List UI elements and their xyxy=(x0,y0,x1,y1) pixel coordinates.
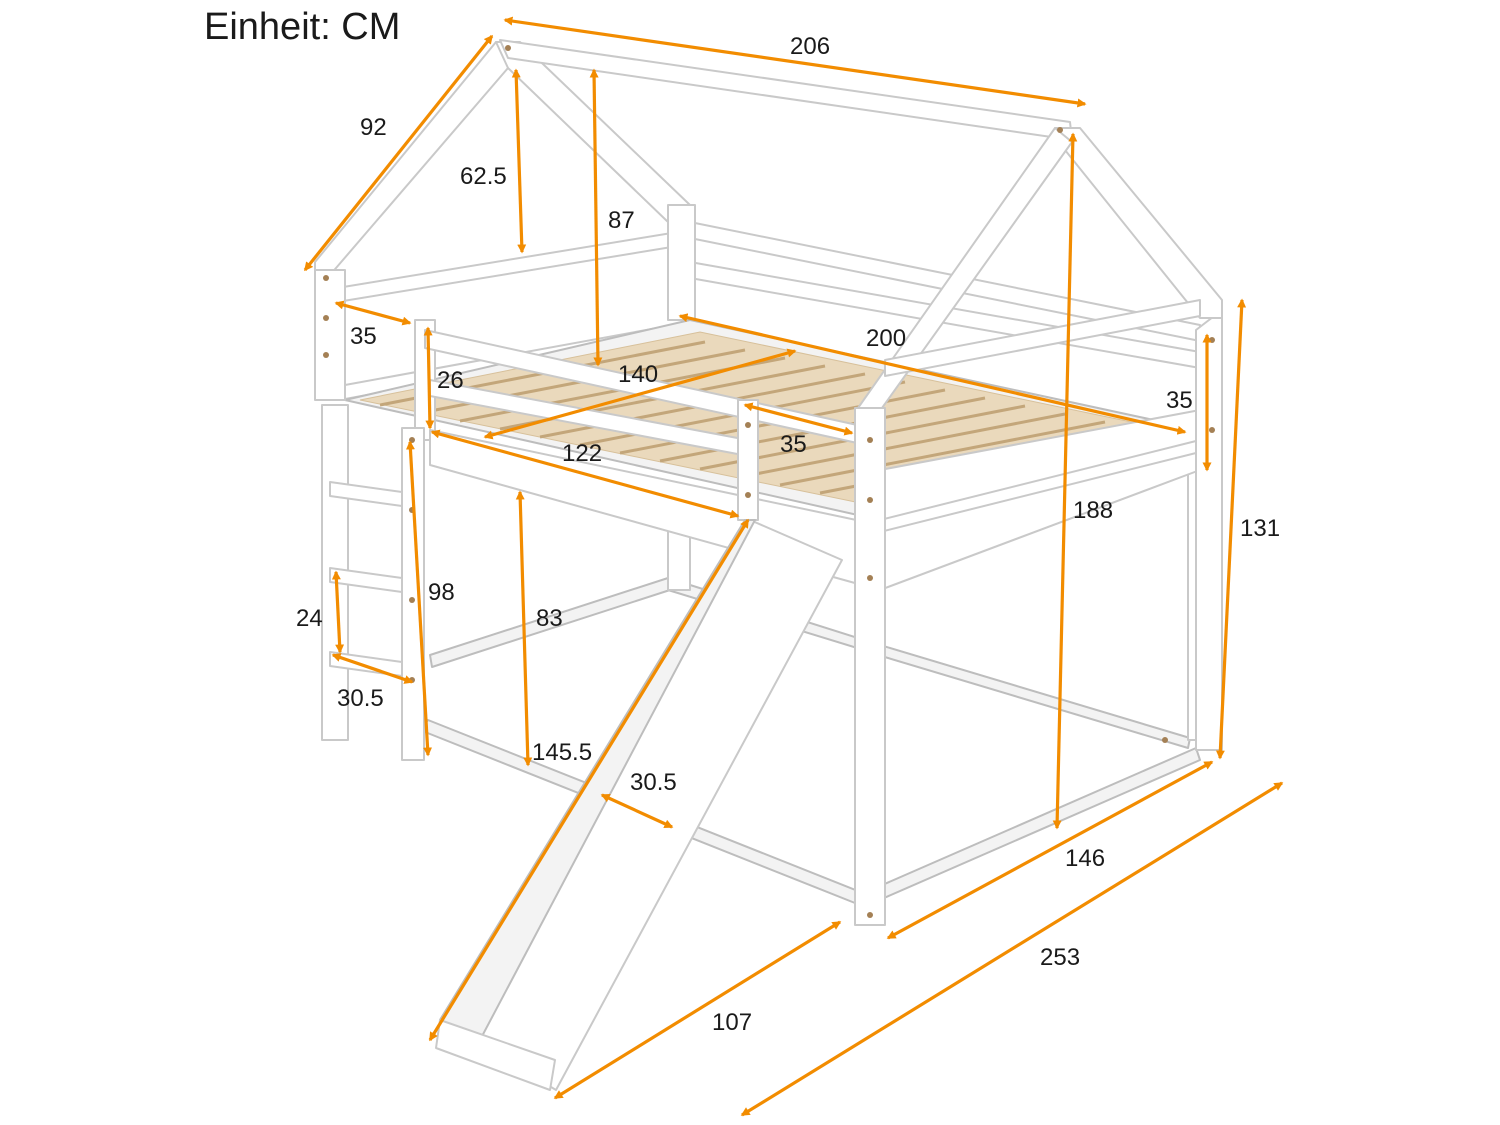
slide xyxy=(435,519,843,1091)
arrow-rail-opening xyxy=(743,402,854,436)
label-ladder-height: 98 xyxy=(428,579,455,606)
arrow-bed-length xyxy=(678,313,1187,435)
arrow-roof-slope xyxy=(303,34,494,272)
arrow-bed-depth xyxy=(886,760,1214,940)
label-slide-reach: 107 xyxy=(712,1009,752,1036)
label-under-bed: 83 xyxy=(536,605,563,632)
label-step-spacing: 24 xyxy=(296,605,323,632)
label-roof-length: 206 xyxy=(790,33,830,60)
dimension-arrows xyxy=(303,16,1284,1117)
arrow-side-height xyxy=(1215,298,1247,760)
label-roof-height-inner: 62.5 xyxy=(460,163,507,190)
label-ladder-width: 30.5 xyxy=(337,685,384,712)
dimension-labels: 206 92 62.5 87 35 26 140 200 35 35 122 1… xyxy=(296,33,1280,1036)
arrow-total-height xyxy=(1052,132,1078,830)
bed-illustration xyxy=(314,39,1223,1091)
arrow-rail-gap-left xyxy=(334,300,412,326)
arrow-slide-total xyxy=(428,518,750,1042)
arrow-total-length xyxy=(740,781,1284,1117)
front-right-post xyxy=(854,407,886,926)
label-side-height: 131 xyxy=(1240,515,1280,542)
label-slide-width: 30.5 xyxy=(630,769,677,796)
label-bed-length: 200 xyxy=(866,325,906,352)
label-roof-slope: 92 xyxy=(360,114,387,141)
arrow-roof-height-inner xyxy=(511,68,527,254)
label-bed-width: 140 xyxy=(618,361,658,388)
label-front-rail: 122 xyxy=(562,440,602,467)
arrow-ladder-height xyxy=(405,440,433,757)
label-bed-depth: 146 xyxy=(1065,845,1105,872)
label-rail-opening: 35 xyxy=(780,431,807,458)
label-rail-height: 26 xyxy=(437,367,464,394)
label-total-length: 253 xyxy=(1040,944,1080,971)
arrow-roof-height-total xyxy=(589,68,603,367)
label-slide-total: 145.5 xyxy=(532,739,592,766)
label-rail-gap-left: 35 xyxy=(350,323,377,350)
arrow-roof-length xyxy=(503,16,1087,108)
arrow-front-rail xyxy=(430,429,740,519)
right-end-frame xyxy=(857,127,1223,751)
label-roof-height-total: 87 xyxy=(608,207,635,234)
arrow-step-spacing xyxy=(331,570,345,654)
label-rail-gap-right: 35 xyxy=(1166,387,1193,414)
label-total-height: 188 xyxy=(1073,497,1113,524)
arrow-rail-height xyxy=(423,326,435,430)
arrow-ladder-width xyxy=(331,653,414,684)
